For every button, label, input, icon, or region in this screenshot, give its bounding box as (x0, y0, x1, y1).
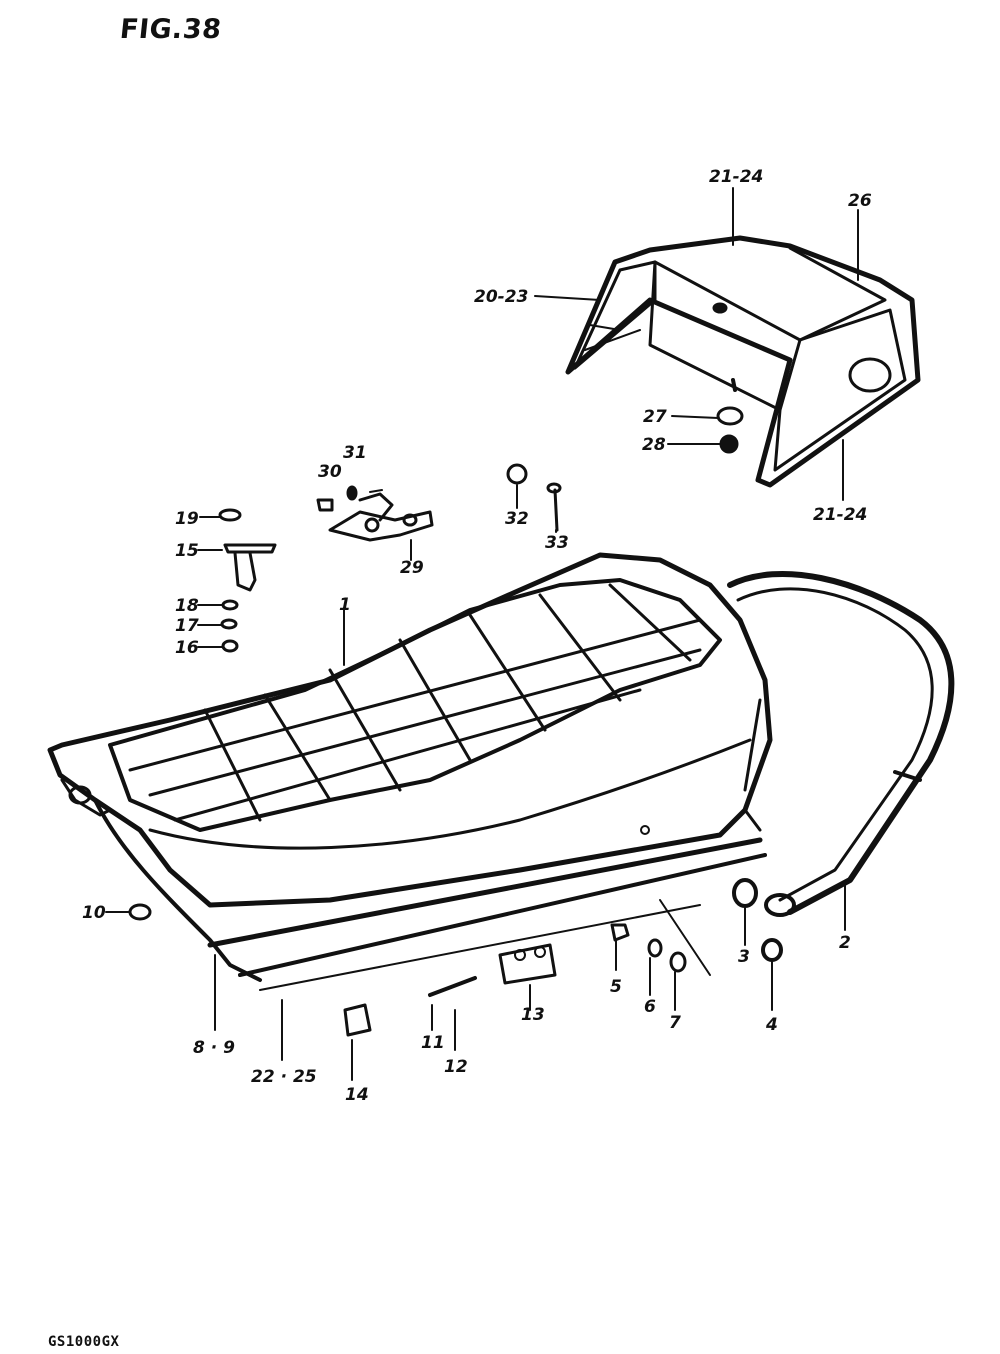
callout-14: 14 (345, 1085, 369, 1105)
hardware-items (128, 406, 783, 1037)
callout-12: 12 (444, 1057, 468, 1077)
callout-33: 33 (545, 533, 569, 553)
callout-21-24-top: 21-24 (709, 167, 763, 187)
seat (47, 552, 773, 991)
seat-hinge (316, 485, 434, 542)
callout-30: 30 (318, 462, 342, 482)
callout-19: 19 (175, 509, 199, 529)
callout-8-9: 8 · 9 (193, 1038, 235, 1058)
callout-11: 11 (421, 1033, 445, 1053)
callout-32: 32 (505, 509, 529, 529)
callout-13: 13 (521, 1005, 545, 1025)
tail-cowl (565, 235, 921, 488)
callout-20-23: 20-23 (474, 287, 528, 307)
callout-27: 27 (643, 407, 667, 427)
callout-17: 17 (175, 616, 199, 636)
callout-29: 29 (400, 558, 424, 578)
callout-18: 18 (175, 596, 199, 616)
callout-28: 28 (642, 435, 666, 455)
callout-4: 4 (765, 1015, 778, 1035)
callout-22-25: 22 · 25 (251, 1067, 317, 1087)
callout-6: 6 (644, 997, 656, 1017)
callout-7: 7 (669, 1013, 681, 1033)
callout-15: 15 (175, 541, 199, 561)
callout-5: 5 (610, 977, 622, 997)
grab-rail (727, 571, 955, 917)
callout-2: 2 (839, 933, 851, 953)
leader-lines (105, 187, 859, 1081)
callout-10: 10 (82, 903, 106, 923)
callout-3: 3 (738, 947, 750, 967)
callout-16: 16 (175, 638, 199, 658)
callout-1: 1 (339, 595, 351, 615)
model-code: GS1000GX (48, 1334, 120, 1350)
callout-26: 26 (848, 191, 872, 211)
callout-21-24-bottom: 21-24 (813, 505, 867, 525)
seat-lock (218, 508, 277, 653)
callout-31: 31 (343, 443, 367, 463)
callout-labels: 21-24 26 20-23 27 28 21-24 31 30 29 32 3… (82, 167, 872, 1105)
